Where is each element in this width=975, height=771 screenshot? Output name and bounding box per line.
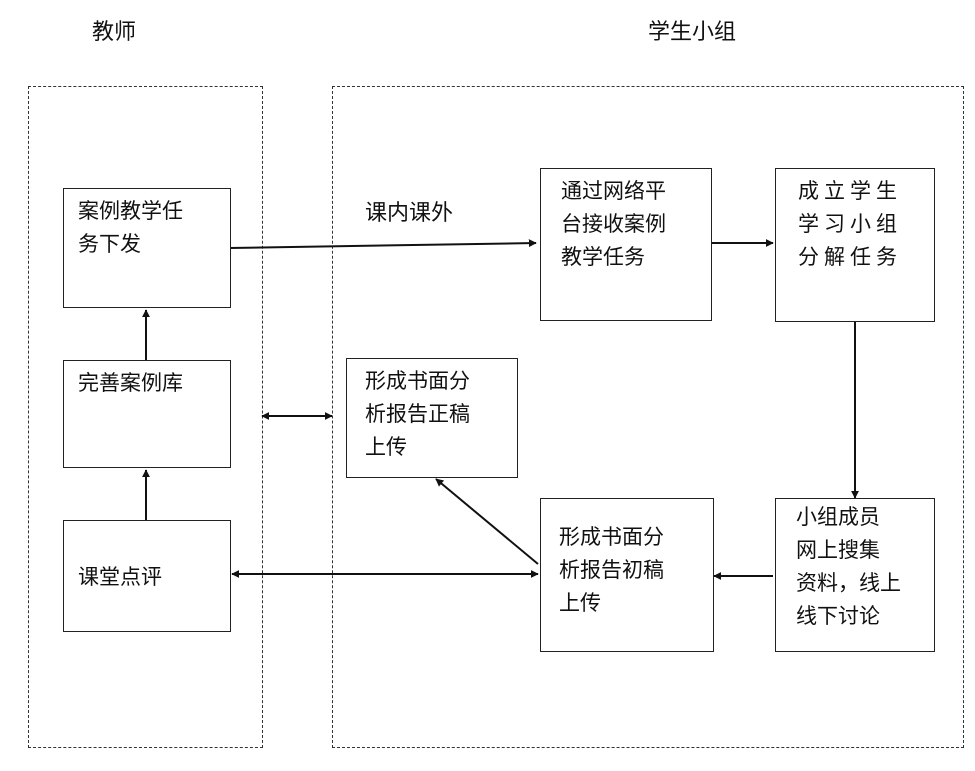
draft-upload-box: 形成书面分 析报告初稿 上传: [540, 498, 714, 652]
class-review-text: 课堂点评: [78, 565, 162, 589]
arrow-draft-to-final: [435, 478, 539, 565]
receive-task-text: 通过网络平 台接收案例 教学任务: [561, 179, 666, 269]
draft-upload-text: 形成书面分 析报告初稿 上传: [559, 525, 664, 615]
student-group-header: 学生小组: [648, 20, 737, 45]
final-upload-text: 形成书面分 析报告正稿 上传: [365, 369, 470, 459]
improve-library-box: 完善案例库: [63, 360, 231, 468]
class-review-box: 课堂点评: [63, 520, 231, 632]
assign-task-text: 案例教学任 务下发: [78, 199, 183, 256]
collect-info-text: 小组成员 网上搜集 资料，线上 线下讨论: [796, 505, 901, 628]
edge-label-in-out-class: 课内课外: [365, 201, 454, 226]
improve-library-text: 完善案例库: [78, 371, 183, 395]
teacher-header: 教师: [92, 20, 137, 45]
receive-task-box: 通过网络平 台接收案例 教学任务: [540, 168, 712, 321]
form-group-text: 成立学生 学习小组 分解任务: [798, 179, 902, 269]
form-group-box: 成立学生 学习小组 分解任务: [775, 168, 935, 322]
collect-info-box: 小组成员 网上搜集 资料，线上 线下讨论: [775, 498, 935, 652]
arrow-assign-to-receive: [229, 239, 537, 249]
final-upload-box: 形成书面分 析报告正稿 上传: [346, 358, 518, 478]
assign-task-box: 案例教学任 务下发: [63, 188, 231, 308]
